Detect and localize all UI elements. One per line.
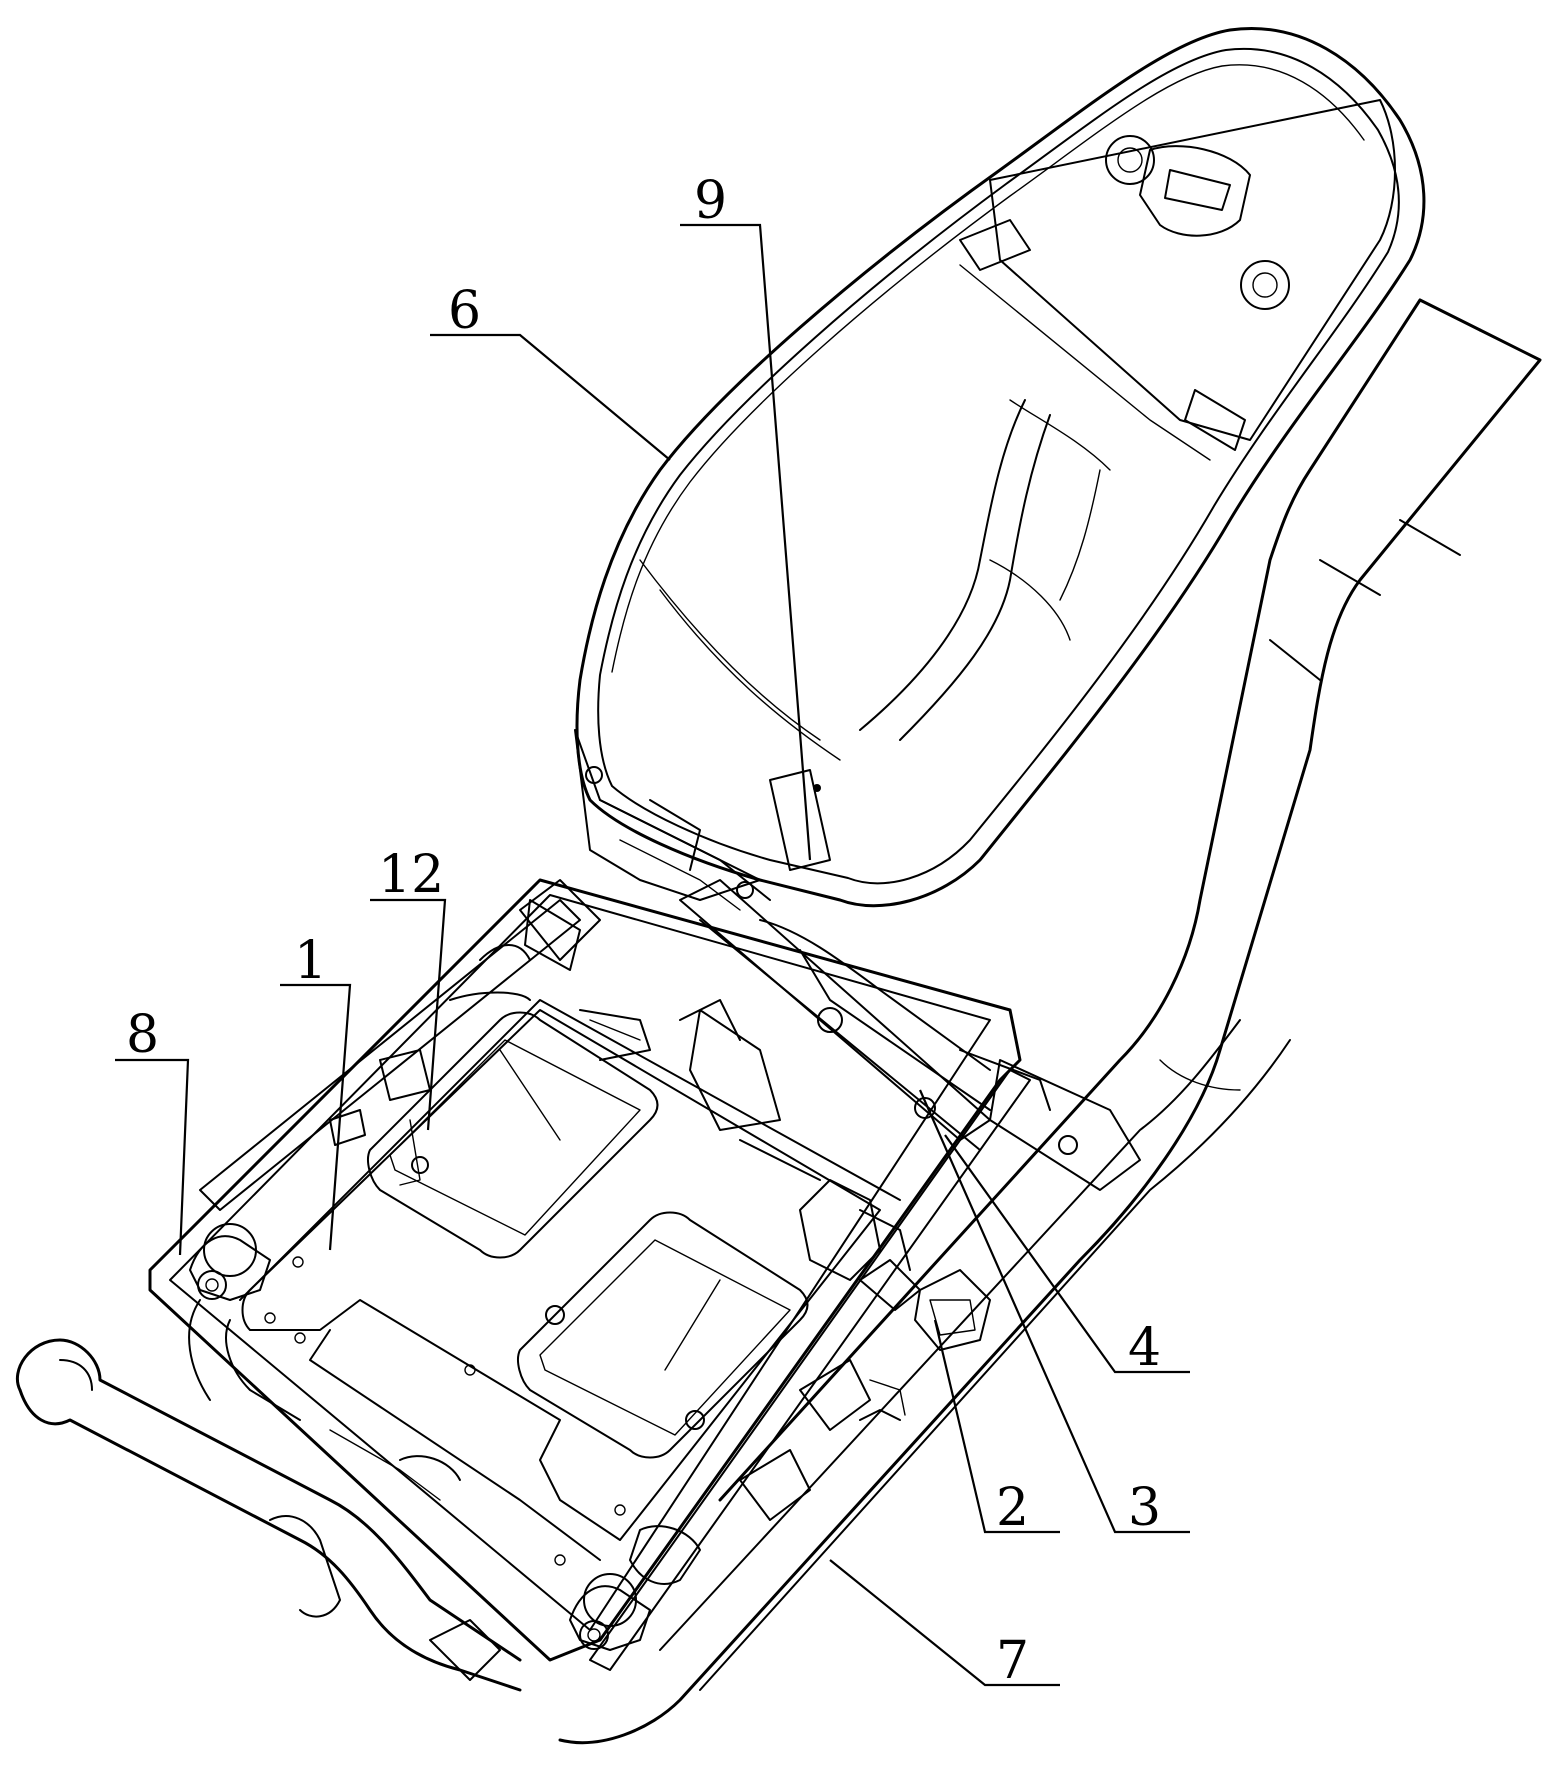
- label-7: 6: [448, 281, 481, 341]
- label-1: 1: [294, 931, 327, 991]
- leader-7: [430, 335, 670, 460]
- label-2: 2: [996, 1478, 1029, 1538]
- label-8: 8: [126, 1005, 159, 1065]
- label-9: 9: [694, 171, 727, 231]
- label-4: 4: [1128, 1318, 1161, 1378]
- reference-numerals: 6 9 12 1 8 4 3 2 7: [126, 171, 1161, 1691]
- rear-frame-tube: [560, 300, 1540, 1743]
- seat-front-hinge: [575, 730, 770, 910]
- leader-lines: [115, 225, 1190, 1685]
- front-curved-tube: [17, 1300, 520, 1690]
- leader-8: [115, 1060, 188, 1255]
- label-3: 3: [1128, 1478, 1161, 1538]
- leader-9: [680, 225, 810, 860]
- label-12: 12: [378, 845, 444, 905]
- front-lock-knob-left: [190, 1224, 270, 1300]
- trunk-inner-compartment: [640, 100, 1395, 870]
- label-6: 7: [996, 1631, 1029, 1691]
